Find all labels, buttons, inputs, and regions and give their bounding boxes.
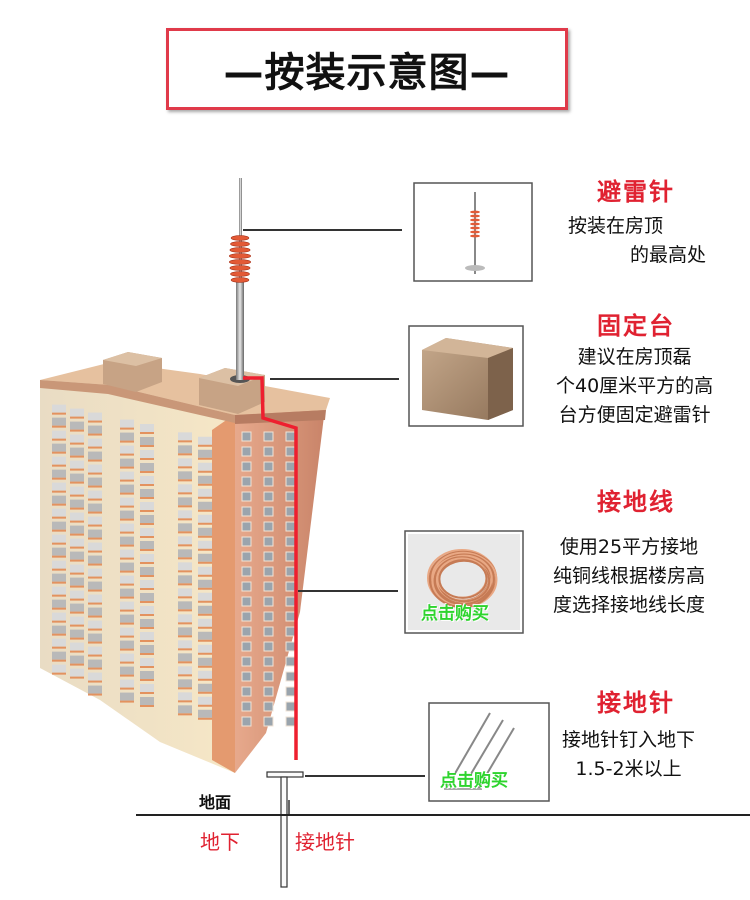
lightning-rod-illustration [229, 178, 252, 380]
base-block-thumbnail [408, 325, 524, 427]
rod-insulator [229, 235, 252, 283]
base-desc-line-3: 台方便固定避雷针 [558, 404, 711, 426]
ground-rod-desc-line-2: 1.5-2米以上 [575, 758, 682, 780]
lightning-rod-desc-line-2: 的最高处 [630, 244, 707, 266]
ground-rod-thumbnail [428, 702, 550, 802]
ground-rod-desc-line-1: 接地针钉入地下 [562, 729, 696, 751]
roof-edge [40, 380, 235, 423]
ground-rod-heading: 接地针 [597, 689, 675, 717]
leader-line-base [270, 378, 399, 380]
building-windows [52, 404, 296, 727]
base-heading: 固定台 [597, 312, 675, 340]
ground-wire-heading: 接地线 [597, 488, 675, 516]
ground-rod-label: 接地针 [295, 830, 355, 854]
page-title: —按装示意图— [223, 50, 511, 96]
leader-line-rod [243, 229, 402, 231]
title-box: —按装示意图— [166, 28, 568, 110]
ground-rod-description: 接地针钉入地下 1.5-2米以上 [562, 726, 695, 784]
base-description: 建议在房顶磊 个40厘米平方的高 台方便固定避雷针 [556, 343, 713, 430]
base-desc-line-2: 个40厘米平方的高 [556, 375, 714, 397]
lightning-rod-description: 按装在房顶 的最高处 [568, 212, 706, 270]
ground-rod-illustration [266, 771, 304, 888]
lightning-rod-desc-line-1: 按装在房顶 [568, 215, 664, 237]
roof-parapet [235, 410, 326, 424]
buy-ground-rod-link[interactable]: 点击购买 [440, 771, 508, 791]
underground-label: 地下 [200, 830, 240, 854]
building-trim [212, 414, 235, 773]
leader-line-ground-rod [305, 775, 425, 777]
leader-line-wire [298, 590, 398, 592]
ground-wire-desc-line-3: 度选择接地线长度 [553, 594, 706, 616]
ground-wire-path [243, 376, 298, 760]
lightning-rod-heading: 避雷针 [597, 178, 675, 206]
ground-wire-desc-line-1: 使用25平方接地 [559, 536, 699, 558]
ground-surface-line [136, 814, 750, 816]
ground-surface-label: 地面 [199, 793, 232, 812]
building-side-facade [235, 408, 325, 773]
lightning-rod-thumbnail [413, 182, 533, 282]
copper-wire-thumbnail [404, 530, 524, 634]
buy-ground-wire-link[interactable]: 点击购买 [421, 604, 489, 624]
ground-wire-description: 使用25平方接地 纯铜线根据楼房高 度选择接地线长度 [553, 533, 705, 620]
base-desc-line-1: 建议在房顶磊 [577, 346, 692, 368]
ground-wire-desc-line-2: 纯铜线根据楼房高 [553, 565, 706, 587]
